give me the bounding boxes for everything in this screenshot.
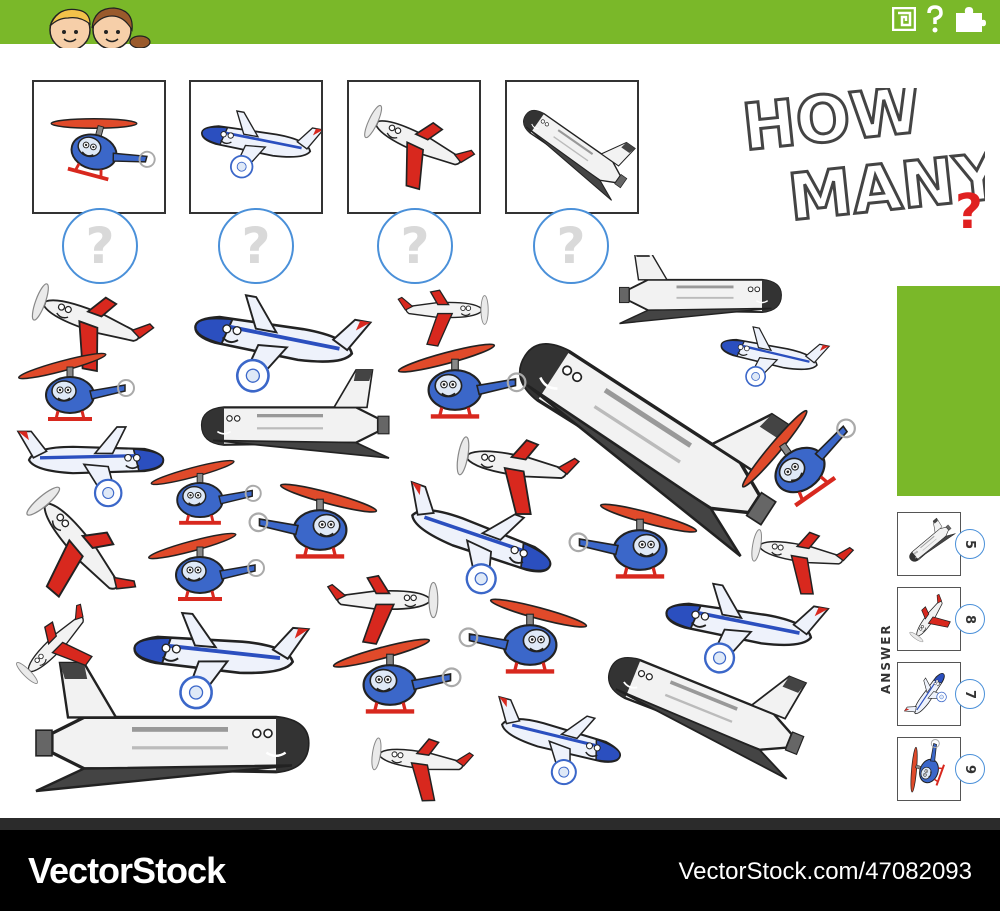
answer-box-helicopter — [897, 737, 961, 801]
prop-plane-icon — [0, 477, 147, 632]
watermark-brand: VectorStock — [28, 850, 226, 891]
airplane-icon — [902, 666, 958, 725]
prop-plane-icon — [397, 289, 489, 347]
question-box-prop-plane — [347, 80, 481, 214]
helicopter-icon — [250, 480, 378, 556]
answer-circle-space-shuttle[interactable]: ? — [533, 208, 609, 284]
answer-label: ANSWER — [879, 623, 893, 694]
answer-panel-decoration — [897, 286, 1000, 496]
top-bar — [0, 0, 1000, 44]
prop-plane-icon — [326, 574, 439, 645]
maze-icon[interactable] — [892, 7, 916, 31]
airplane-icon — [194, 104, 321, 192]
space-shuttle-icon — [34, 661, 310, 793]
answer-circle-prop-plane[interactable]: ? — [377, 208, 453, 284]
question-box-helicopter — [32, 80, 166, 214]
space-shuttle-icon — [513, 85, 637, 202]
title-how-many: HOW MANY ? — [737, 88, 985, 238]
prop-plane-icon — [745, 522, 856, 603]
watermark-id: VectorStock.com/47082093 — [678, 858, 972, 885]
helicopter-icon — [397, 340, 525, 416]
helicopter-icon — [145, 527, 266, 601]
question-icon[interactable] — [926, 5, 944, 33]
title-question-mark: ? — [955, 184, 983, 238]
prop-plane-icon — [349, 96, 479, 207]
title-line1: HOW — [739, 88, 924, 166]
airplane-icon — [16, 425, 165, 508]
helicopter-icon — [460, 595, 588, 671]
helicopter-icon — [332, 635, 460, 711]
svg-text:ANSWER: ANSWER — [879, 623, 893, 694]
answer-count-helicopter: 9 — [955, 754, 985, 784]
prop-plane-icon — [449, 428, 582, 525]
kids-logo-icon — [49, 7, 151, 48]
answer-circle-airplane[interactable]: ? — [218, 208, 294, 284]
airplane-icon — [480, 691, 630, 799]
answer-count-space-shuttle: 5 — [955, 529, 985, 559]
helicopter-icon — [898, 738, 953, 800]
answer-count-airplane: 7 — [955, 679, 985, 709]
airplane-icon — [127, 607, 312, 720]
helicopter-icon — [148, 454, 263, 525]
watermark-stripe — [0, 818, 1000, 830]
prop-plane-icon — [905, 591, 960, 650]
answer-box-space-shuttle — [897, 512, 961, 576]
space-shuttle-icon — [618, 255, 782, 325]
question-box-airplane — [189, 80, 323, 214]
puzzle-icon[interactable] — [954, 5, 986, 33]
helicopter-icon — [38, 95, 164, 192]
counting-scene — [0, 255, 880, 808]
question-box-space-shuttle — [505, 80, 639, 214]
helicopter-icon — [570, 500, 698, 576]
space-shuttle-icon — [200, 368, 391, 460]
helicopter-icon — [15, 347, 136, 421]
watermark-bar — [0, 818, 1000, 911]
top-icons — [892, 5, 986, 33]
airplane-icon — [713, 320, 831, 401]
space-shuttle-icon — [900, 514, 956, 567]
answer-box-prop-plane — [897, 587, 961, 651]
prop-plane-icon — [366, 730, 476, 808]
answer-circle-helicopter[interactable]: ? — [62, 208, 138, 284]
answer-count-prop-plane: 8 — [955, 604, 985, 634]
answer-box-airplane — [897, 662, 961, 726]
